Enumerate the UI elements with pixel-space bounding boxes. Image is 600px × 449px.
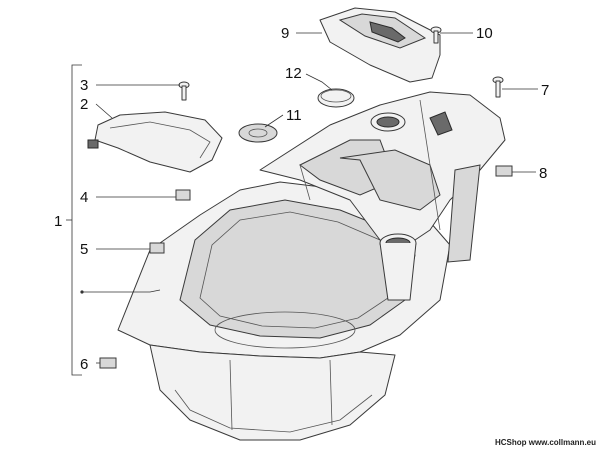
part-10-screw[interactable]	[430, 26, 442, 44]
callout-12: 12	[285, 65, 302, 82]
part-12-cap[interactable]	[317, 88, 355, 108]
callout-3: 3	[80, 77, 88, 94]
callout-labels: 1 2 3 4 5 6 7 8 9 10 11 12	[54, 25, 549, 373]
part-7-screw[interactable]	[492, 76, 504, 98]
rear-tray[interactable]	[259, 91, 506, 301]
part-9-large-lid[interactable]	[319, 7, 441, 83]
callout-6: 6	[80, 356, 88, 373]
part-3-screw[interactable]	[178, 81, 190, 101]
leader-lines	[66, 32, 538, 376]
callout-10: 10	[476, 25, 493, 42]
callout-11: 11	[286, 107, 302, 124]
callout-5: 5	[80, 241, 88, 258]
callout-2: 2	[80, 96, 88, 113]
part-6-clip[interactable]	[99, 357, 117, 369]
part-4-clip[interactable]	[175, 189, 191, 201]
callout-4: 4	[80, 189, 88, 206]
watermark: HCShop www.collmann.eu	[495, 438, 596, 447]
callout-1: 1	[54, 213, 62, 230]
callout-7: 7	[541, 82, 549, 99]
callout-9: 9	[281, 25, 289, 42]
callout-8: 8	[539, 165, 547, 182]
part-5-clip[interactable]	[149, 242, 165, 254]
part-11-grommet[interactable]	[238, 123, 278, 143]
part-2-small-lid[interactable]	[87, 111, 223, 173]
part-8-clip[interactable]	[495, 165, 513, 177]
helmet-compartment[interactable]	[117, 181, 451, 441]
